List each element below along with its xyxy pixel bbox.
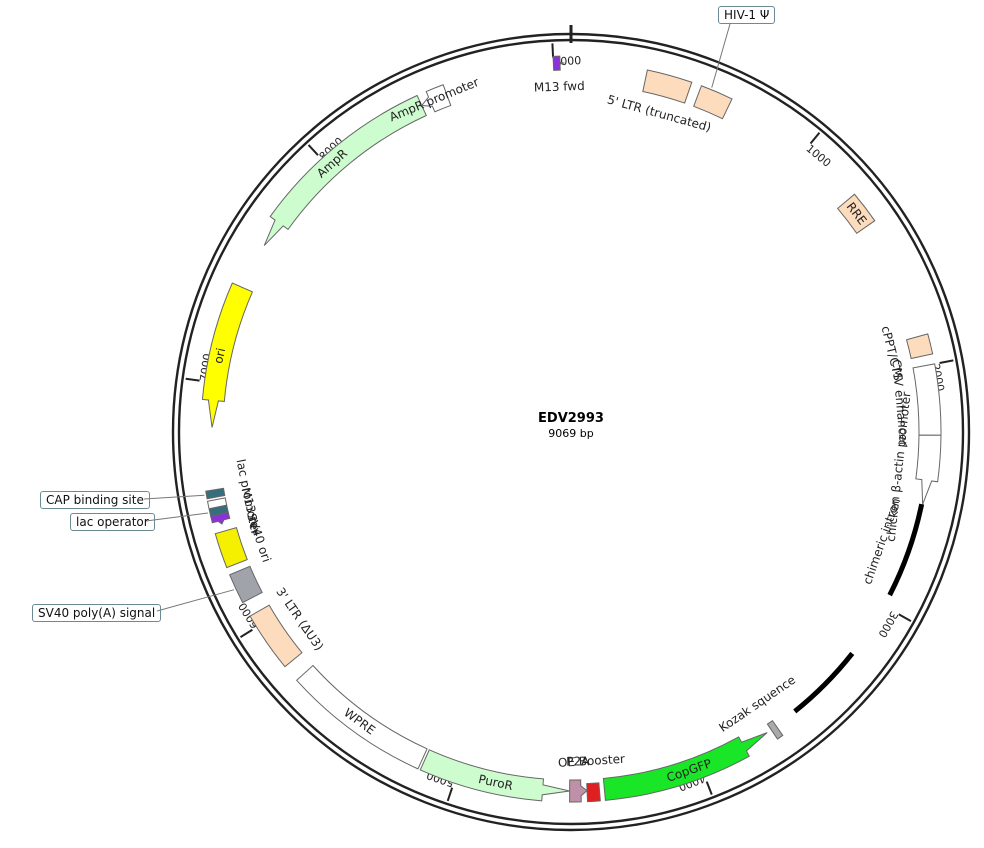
feature-rre[interactable] [836, 193, 876, 234]
feature-intron[interactable] [887, 503, 925, 597]
tick-label-3000: 3000 [875, 609, 900, 640]
map-title: EDV2993 [538, 411, 604, 426]
callout-cap-label: CAP binding site [46, 493, 144, 507]
map-length: 9069 bp [548, 427, 593, 440]
leader-lac [145, 512, 208, 522]
label-oebooster: OE Booster [558, 752, 626, 770]
feature-wpre[interactable] [295, 664, 428, 770]
tick-3000 [898, 613, 912, 622]
leader-cap [143, 494, 205, 500]
feature-intron2[interactable] [793, 651, 855, 714]
callout-lac-label: lac operator [76, 515, 149, 529]
callout-cap-binding-site: CAP binding site [40, 491, 150, 509]
feature-ltr5[interactable] [642, 69, 693, 104]
feature-sv40pa[interactable] [228, 565, 263, 604]
callout-lac-operator: lac operator [70, 513, 155, 531]
callout-leader-lines [143, 23, 731, 612]
tick-label-1000: 1000 [803, 142, 833, 170]
feature-cppt[interactable] [905, 333, 934, 360]
label-m13fwd: M13 fwd [534, 79, 585, 95]
feature-p2a[interactable] [569, 779, 588, 803]
tick-4000 [705, 781, 713, 795]
tick-2000 [939, 359, 954, 364]
callout-hiv-1-psi: HIV-1 Ψ [718, 6, 776, 24]
feature-lacprom[interactable] [206, 497, 228, 510]
label-ori: ori [211, 347, 228, 365]
tick-8000 [307, 144, 319, 156]
feature-ori[interactable] [201, 282, 254, 428]
feature-ampr[interactable] [263, 94, 427, 246]
callout-sv40-polya: SV40 poly(A) signal [32, 604, 162, 622]
callout-sv40-label: SV40 poly(A) signal [38, 606, 156, 620]
leader-sv40pa [156, 589, 235, 612]
feature-amprprom[interactable] [420, 84, 452, 113]
tick-1000 [809, 132, 821, 145]
leader-hiv [711, 23, 731, 88]
label-kozak: Kozak squence [716, 673, 798, 735]
feature-layer [201, 55, 942, 803]
feature-copgfp[interactable] [602, 732, 768, 801]
feature-ltr5b[interactable] [693, 85, 733, 120]
label-p2a: P2A [566, 754, 590, 768]
tick-6000 [239, 628, 253, 638]
label-amprprom: AmpR promoter [387, 75, 481, 124]
feature-cba[interactable] [915, 434, 942, 505]
feature-kozak[interactable] [766, 719, 784, 740]
feature-ltr3[interactable] [249, 604, 303, 668]
tick-9000 [551, 43, 555, 58]
tick-7000 [185, 377, 200, 382]
feature-m13fwd[interactable] [552, 55, 566, 71]
feature-puror[interactable] [419, 749, 570, 802]
feature-oebooster[interactable] [586, 782, 601, 803]
feature-cmv[interactable] [912, 363, 942, 436]
label-lacprom: lac promoter [234, 458, 263, 536]
tick-5000 [446, 787, 454, 802]
callout-hiv-label: HIV-1 Ψ [724, 8, 770, 22]
feature-cap[interactable] [205, 487, 226, 500]
feature-sv40ori[interactable] [214, 526, 248, 569]
